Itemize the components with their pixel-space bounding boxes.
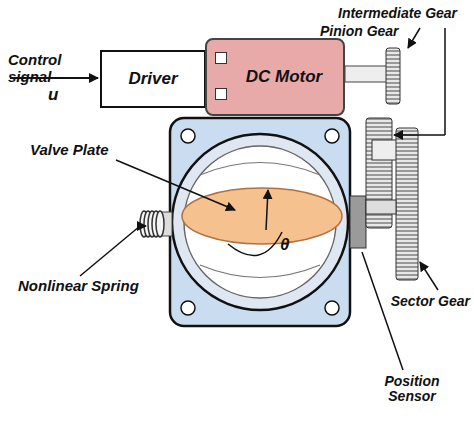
driver-box: Driver xyxy=(100,50,206,108)
part-label: Pinion Gear xyxy=(320,24,399,39)
part-label: Control signal xyxy=(8,52,78,85)
motor-terminal xyxy=(215,88,227,100)
part-label: Position Sensor xyxy=(380,374,444,405)
part-label: Intermediate Gear xyxy=(338,6,457,21)
part-label: Nonlinear Spring xyxy=(18,278,139,295)
part-label: Sector Gear xyxy=(391,294,470,309)
box-text: Driver xyxy=(128,69,177,89)
box-text: DC Motor xyxy=(246,67,322,87)
part-label: θ xyxy=(280,236,289,255)
motor-terminal xyxy=(215,52,227,64)
part-label: Valve Plate xyxy=(30,142,109,159)
part-label: u xyxy=(48,86,58,105)
motor-box: DC Motor xyxy=(205,38,345,116)
